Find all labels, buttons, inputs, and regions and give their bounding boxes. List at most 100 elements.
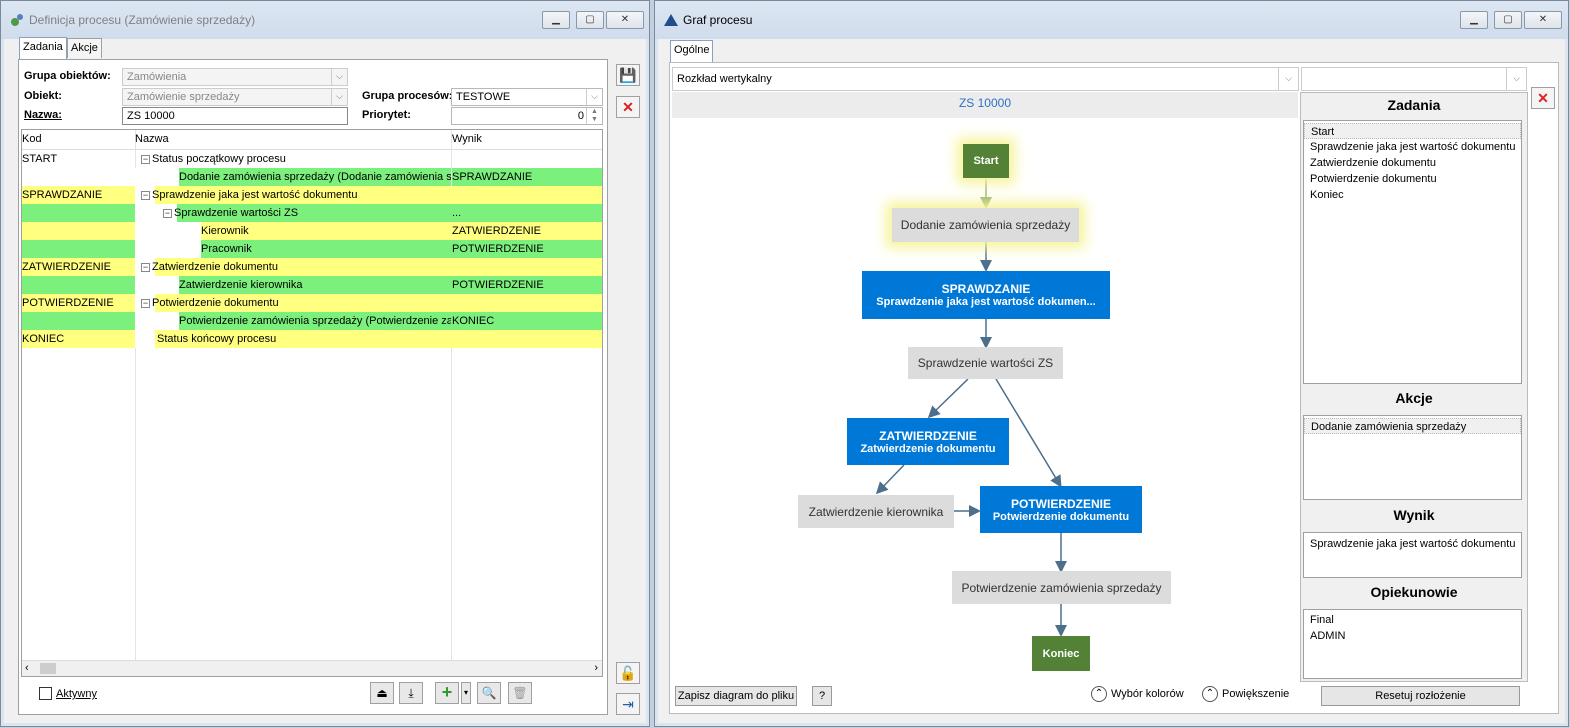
table-row[interactable]: Zatwierdzenie kierownika POTWIERDZENIE [22, 276, 602, 294]
grupa-procesow-label: Grupa procesów: [362, 90, 453, 102]
process-graph-window: Graf procesu ▁ ▢ ✕ Ogólne Rozkład wertyk… [654, 0, 1569, 727]
node-sprawdzenie-wartosci[interactable]: Sprawdzenie wartości ZS [908, 347, 1063, 379]
zadania-list[interactable]: Start Sprawdzenie jaka jest wartość doku… [1303, 120, 1522, 384]
table-row[interactable]: START −Status początkowy procesu [22, 153, 286, 165]
close-button[interactable]: ✕ [606, 11, 644, 29]
collapse-icon[interactable]: − [141, 153, 150, 164]
list-item[interactable]: Dodanie zamówienia sprzedaży [1304, 418, 1521, 434]
chevron-down-icon[interactable]: ⌵ [1278, 68, 1298, 90]
table-row[interactable]: POTWIERDZENIE −Potwierdzenie dokumentu [22, 294, 602, 312]
opiekunowie-list[interactable]: Final ADMIN [1303, 609, 1522, 679]
save-icon-button[interactable]: 💾 [616, 64, 640, 86]
reset-layout-button[interactable]: Resetuj rozłożenie [1321, 686, 1520, 706]
collapse-icon[interactable]: − [141, 189, 150, 200]
column-header-nazwa[interactable]: Nazwa [135, 133, 169, 145]
tasks-grid: Kod Nazwa Wynik START −Status początkowy… [21, 129, 603, 677]
node-sprawdzanie[interactable]: SPRAWDZANIE Sprawdzenie jaka jest wartoś… [862, 271, 1110, 319]
list-item[interactable]: Sprawdzenie jaka jest wartość dokumentu [1310, 538, 1516, 550]
graph-header: ZS 10000 [672, 92, 1298, 118]
chevron-up-icon: ⌃ [1202, 686, 1218, 702]
add-button[interactable]: + [435, 682, 459, 704]
table-row[interactable]: ZATWIERDZENIE −Zatwierdzenie dokumentu [22, 258, 602, 276]
scroll-right-icon[interactable]: › [594, 662, 598, 674]
table-row[interactable]: SPRAWDZANIE −Sprawdzenie jaka jest warto… [22, 186, 602, 204]
delete-button[interactable]: 🗑 [508, 682, 532, 704]
priorytet-stepper[interactable]: 0 ▲▼ [451, 107, 603, 125]
zadania-heading: Zadania [1387, 97, 1441, 113]
node-zatwierdzenie-kierownika[interactable]: Zatwierdzenie kierownika [798, 495, 954, 528]
list-item[interactable]: ADMIN [1310, 630, 1346, 642]
list-item[interactable]: Final [1310, 614, 1334, 626]
chevron-down-icon[interactable]: ⌵ [586, 89, 602, 105]
collapse-icon[interactable]: − [141, 261, 150, 272]
chevron-down-icon: ⌵ [331, 89, 347, 105]
move-down-button[interactable]: ⤓ [399, 682, 423, 704]
wynik-list[interactable]: Sprawdzenie jaka jest wartość dokumentu [1303, 532, 1522, 578]
table-row[interactable]: Kierownik ZATWIERDZENIE [22, 222, 602, 240]
node-dodanie[interactable]: Dodanie zamówienia sprzedaży [892, 208, 1079, 242]
aktywny-checkbox[interactable] [39, 687, 52, 700]
node-koniec[interactable]: Koniec [1032, 636, 1090, 671]
tab-ogolne[interactable]: Ogólne [670, 40, 714, 62]
table-row[interactable]: Dodanie zamówienia sprzedaży (Dodanie za… [22, 168, 602, 186]
layout-select[interactable]: Rozkład wertykalny ⌵ [672, 67, 1299, 91]
collapse-icon[interactable]: − [163, 207, 172, 218]
horizontal-scrollbar[interactable]: ‹ › [22, 660, 602, 676]
maximize-button[interactable]: ▢ [1494, 11, 1522, 29]
pin-button[interactable]: ⇥ [616, 693, 640, 715]
unlock-button[interactable]: 🔓 [616, 662, 640, 684]
collapse-icon[interactable]: − [141, 297, 150, 308]
minimize-button[interactable]: ▁ [1460, 11, 1488, 29]
obiekt-select: Zamówienie sprzedaży ⌵ [122, 88, 348, 106]
table-row[interactable]: KONIEC Status końcowy procesu [22, 330, 602, 348]
table-row[interactable]: Pracownik POTWIERDZENIE [22, 240, 602, 258]
grupa-obiektow-select: Zamówienia ⌵ [122, 68, 348, 86]
graph-canvas[interactable]: ZS 10000 Start Dodanie zamówienia sprzed… [672, 92, 1298, 682]
column-header-wynik[interactable]: Wynik [452, 133, 482, 145]
node-potwierdzenie-zamowienia[interactable]: Potwierdzenie zamówienia sprzedaży [952, 571, 1171, 604]
grupa-procesow-select[interactable]: TESTOWE ⌵ [451, 88, 603, 106]
node-zatwierdzenie[interactable]: ZATWIERDZENIE Zatwierdzenie dokumentu [847, 418, 1009, 465]
left-titlebar: Definicja procesu (Zamówienie sprzedaży)… [1, 1, 649, 39]
window-title: Graf procesu [683, 13, 753, 27]
column-divider [451, 130, 452, 676]
stepper-arrows-icon[interactable]: ▲▼ [586, 108, 602, 124]
help-button[interactable]: ? [812, 686, 832, 706]
table-row[interactable]: −Sprawdzenie wartości ZS ... [22, 204, 602, 222]
list-item[interactable]: Koniec [1310, 189, 1344, 201]
tab-zadania[interactable]: Zadania [19, 37, 67, 59]
graph-app-icon [664, 14, 678, 26]
move-up-button[interactable]: ⏏ [370, 682, 394, 704]
priorytet-label: Priorytet: [362, 109, 411, 121]
list-item[interactable]: Sprawdzenie jaka jest wartość dokumentu [1310, 141, 1516, 153]
list-item[interactable]: Zatwierdzenie dokumentu [1310, 157, 1436, 169]
aktywny-label: Aktywny [56, 688, 97, 700]
column-divider [135, 130, 136, 676]
scroll-left-icon[interactable]: ‹ [25, 662, 29, 674]
search-button[interactable]: 🔍 [477, 682, 501, 704]
right-titlebar: Graf procesu ▁ ▢ ✕ [655, 1, 1568, 39]
list-item[interactable]: Start [1304, 123, 1521, 139]
close-graph-button[interactable]: ✕ [1531, 87, 1555, 109]
header-divider [22, 149, 602, 150]
node-potwierdzenie[interactable]: POTWIERDZENIE Potwierdzenie dokumentu [980, 486, 1142, 533]
color-picker-toggle[interactable]: ⌃Wybór kolorów [1091, 686, 1184, 702]
node-start[interactable]: Start [963, 144, 1009, 178]
cancel-button[interactable]: ✕ [616, 96, 640, 118]
column-header-kod[interactable]: Kod [22, 133, 42, 145]
maximize-button[interactable]: ▢ [576, 11, 604, 29]
secondary-select[interactable]: ⌵ [1301, 67, 1527, 91]
save-diagram-button[interactable]: Zapisz diagram do pliku [675, 686, 797, 706]
table-row[interactable]: Potwierdzenie zamówienia sprzedaży (Potw… [22, 312, 602, 330]
nazwa-input[interactable]: ZS 10000 [122, 107, 348, 125]
scroll-thumb[interactable] [40, 663, 56, 674]
nazwa-label: Nazwa: [24, 109, 62, 121]
akcje-list[interactable]: Dodanie zamówienia sprzedaży [1303, 415, 1522, 500]
minimize-button[interactable]: ▁ [542, 11, 570, 29]
add-dropdown-icon[interactable]: ▾ [461, 682, 471, 704]
chevron-down-icon[interactable]: ⌵ [1506, 68, 1526, 90]
zoom-toggle[interactable]: ⌃Powiększenie [1202, 686, 1289, 702]
close-button[interactable]: ✕ [1524, 11, 1562, 29]
list-item[interactable]: Potwierdzenie dokumentu [1310, 173, 1437, 185]
tab-akcje[interactable]: Akcje [67, 38, 102, 58]
